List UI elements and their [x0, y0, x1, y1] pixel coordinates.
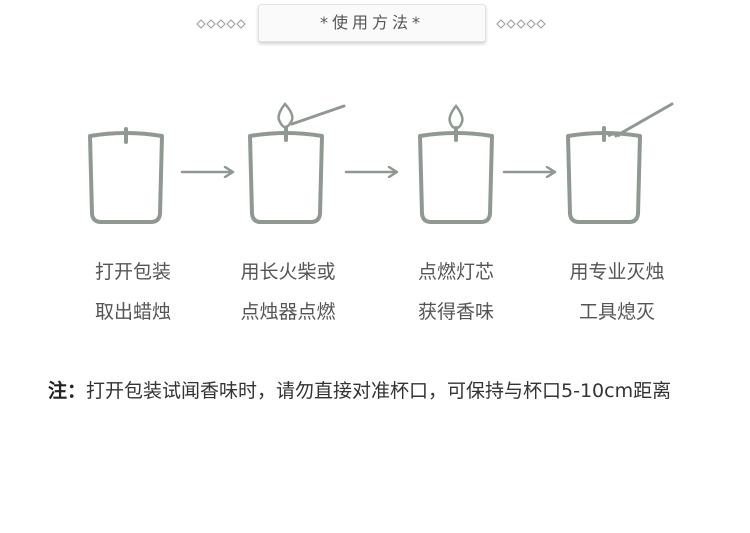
step-2-label: 用长火柴或 点烛器点燃 [208, 252, 368, 332]
arrow-right-icon [180, 166, 235, 178]
candle-flame-icon [418, 103, 494, 224]
arrow-right-icon [502, 166, 557, 178]
step-3-line-1: 点燃灯芯 [417, 261, 494, 283]
step-1-label: 打开包装 取出蜡烛 [53, 252, 213, 332]
candle-jar-icon [88, 127, 164, 224]
usage-steps-illustration [0, 90, 750, 240]
header: *使用方法* [0, 4, 750, 46]
step-3-line-2: 获得香味 [417, 301, 494, 323]
step-4-label: 用专业灭烛 工具熄灭 [537, 252, 697, 332]
note-prefix: 注： [48, 380, 87, 402]
diamond-ornament-icon [196, 19, 246, 29]
step-labels: 打开包装 取出蜡烛 用长火柴或 点烛器点燃 点燃灯芯 获得香味 用专业灭烛 工具… [0, 252, 750, 342]
step-2-line-2: 点烛器点燃 [240, 301, 336, 323]
arrow-right-icon [344, 166, 399, 178]
candle-extinguish-icon [566, 102, 674, 224]
step-4-line-1: 用专业灭烛 [569, 261, 665, 283]
step-1-line-1: 打开包装 [94, 261, 171, 283]
step-2-line-1: 用长火柴或 [240, 261, 336, 283]
usage-note: 注：打开包装试闻香味时，请勿直接对准杯口，可保持与杯口5-10cm距离 [48, 372, 728, 410]
step-3-label: 点燃灯芯 获得香味 [376, 252, 536, 332]
candle-lighting-icon [248, 102, 346, 224]
diamond-ornament-icon [496, 19, 546, 29]
step-1-line-2: 取出蜡烛 [94, 301, 171, 323]
step-4-line-2: 工具熄灭 [578, 301, 655, 323]
section-title: *使用方法* [258, 4, 486, 42]
note-text: 打开包装试闻香味时，请勿直接对准杯口，可保持与杯口5-10cm距离 [86, 380, 672, 402]
